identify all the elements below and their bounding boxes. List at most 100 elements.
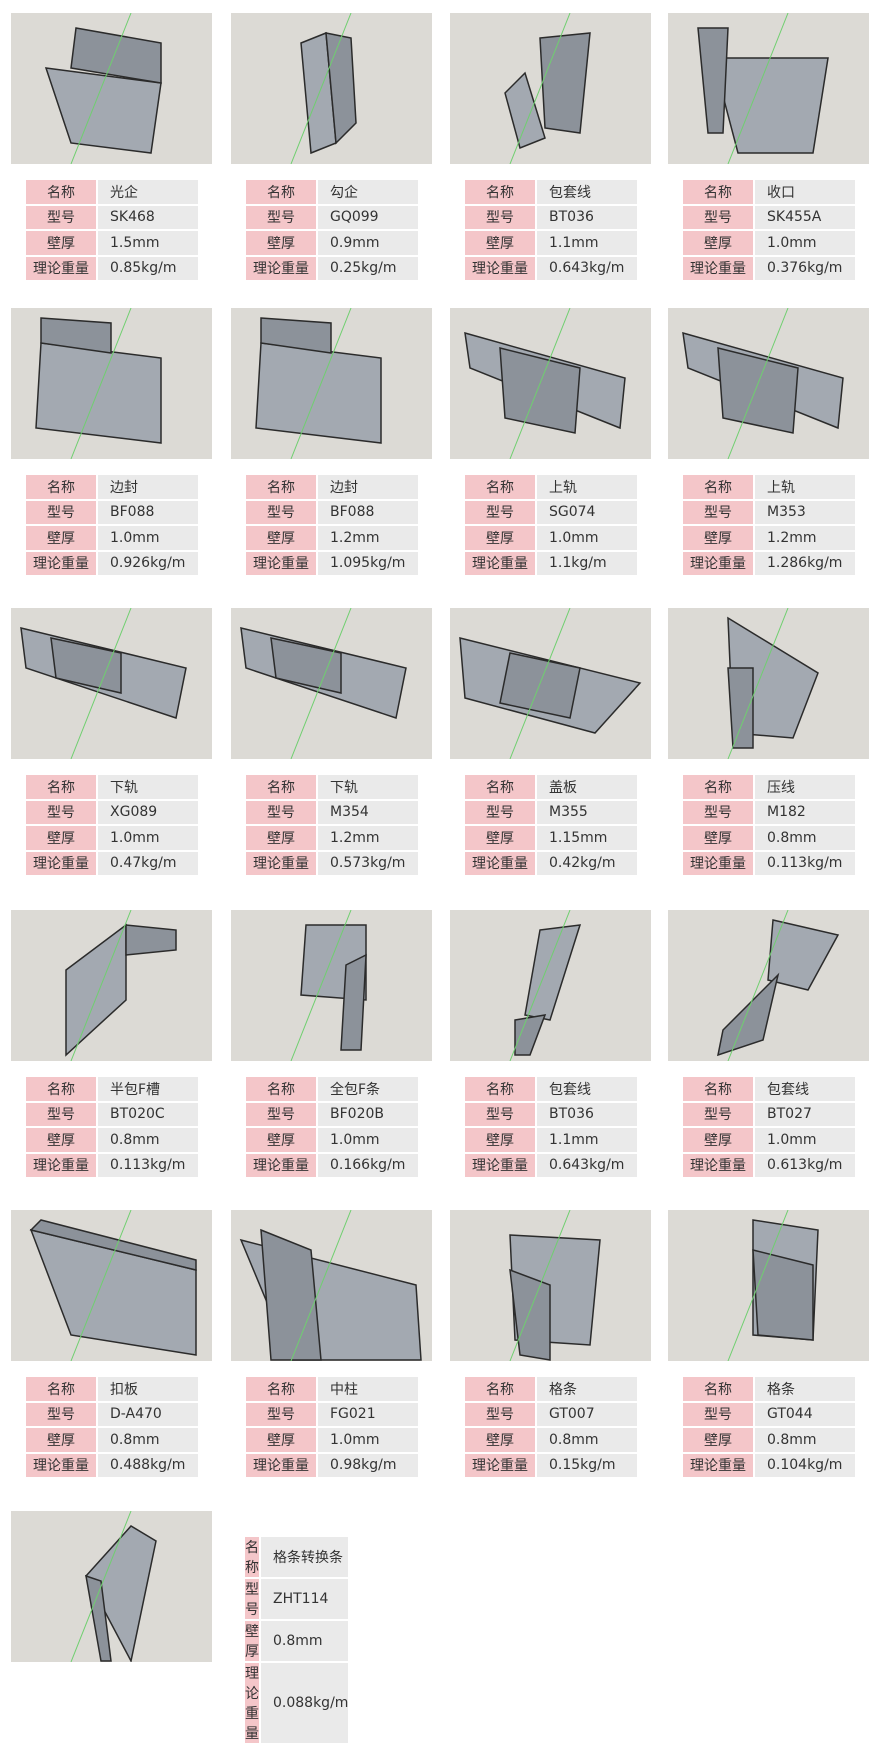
aluminum-profile-icon [35,308,162,459]
aluminum-profile-icon [20,608,187,759]
spec-row-name: 名称边封 [26,475,198,499]
label-thickness: 壁厚 [246,526,318,550]
label-weight: 理论重量 [246,551,318,575]
label-name: 名称 [683,775,755,799]
value-model: BT036 [537,205,637,229]
aluminum-profile-icon [727,608,819,759]
value-weight: 0.15kg/m [537,1453,637,1477]
value-name: 格条 [537,1377,637,1401]
value-thickness: 1.0mm [98,526,198,550]
value-model: ZHT114 [261,1579,349,1619]
profile-image [450,1210,651,1361]
profile-image [668,13,869,164]
label-name: 名称 [26,180,98,204]
value-weight: 1.095kg/m [318,551,418,575]
label-thickness: 壁厚 [465,826,537,850]
profile-image [668,608,869,759]
value-name: 边封 [98,475,198,499]
spec-row-name: 名称上轨 [465,475,637,499]
spec-row-name: 名称扣板 [26,1377,198,1401]
value-weight: 0.573kg/m [318,851,418,875]
label-weight: 理论重量 [246,1453,318,1477]
label-weight: 理论重量 [683,1153,755,1177]
value-model: M355 [537,800,637,824]
label-weight: 理论重量 [26,1453,98,1477]
label-weight: 理论重量 [26,256,98,280]
label-model: 型号 [245,1579,261,1619]
profile-image [231,608,432,759]
label-thickness: 壁厚 [465,1128,537,1152]
value-weight: 0.85kg/m [98,256,198,280]
spec-row-name: 名称格条 [465,1377,637,1401]
value-model: BT036 [537,1102,637,1126]
label-model: 型号 [246,800,318,824]
value-thickness: 1.0mm [755,1128,855,1152]
value-weight: 1.286kg/m [755,551,855,575]
aluminum-profile-icon [65,910,177,1061]
label-name: 名称 [26,1077,98,1101]
value-model: GT007 [537,1402,637,1426]
value-thickness: 0.8mm [755,1428,855,1452]
label-weight: 理论重量 [683,1453,755,1477]
value-thickness: 1.0mm [318,1128,418,1152]
value-weight: 0.643kg/m [537,1153,637,1177]
label-model: 型号 [465,1402,537,1426]
label-thickness: 壁厚 [683,826,755,850]
label-weight: 理论重量 [683,851,755,875]
value-weight: 0.926kg/m [98,551,198,575]
value-model: SK455A [755,205,855,229]
profile-image [11,1210,212,1361]
value-model: M182 [755,800,855,824]
label-weight: 理论重量 [26,551,98,575]
label-name: 名称 [26,475,98,499]
profile-image [11,1511,212,1662]
value-name: 格条 [755,1377,855,1401]
label-name: 名称 [683,475,755,499]
label-thickness: 壁厚 [465,231,537,255]
profile-image [11,608,212,759]
value-thickness: 1.5mm [98,231,198,255]
value-weight: 0.376kg/m [755,256,855,280]
spec-row-name: 名称下轨 [246,775,418,799]
value-weight: 0.113kg/m [98,1153,198,1177]
value-name: 光企 [98,180,198,204]
aluminum-profile-icon [29,1210,197,1361]
label-name: 名称 [246,180,318,204]
label-name: 名称 [465,775,537,799]
label-thickness: 壁厚 [683,526,755,550]
label-thickness: 壁厚 [26,1128,98,1152]
value-name: 盖板 [537,775,637,799]
profile-image [668,308,869,459]
profile-image [450,308,651,459]
value-model: BF020B [318,1102,418,1126]
aluminum-profile-icon [682,308,844,459]
label-name: 名称 [245,1537,261,1577]
value-name: 包套线 [537,180,637,204]
label-name: 名称 [26,1377,98,1401]
spec-row-name: 名称勾企 [246,180,418,204]
label-model: 型号 [465,205,537,229]
label-thickness: 壁厚 [465,1428,537,1452]
spec-row-name: 名称上轨 [683,475,855,499]
aluminum-profile-icon [509,910,582,1061]
label-name: 名称 [683,1077,755,1101]
value-thickness: 0.8mm [755,826,855,850]
value-model: BT020C [98,1102,198,1126]
